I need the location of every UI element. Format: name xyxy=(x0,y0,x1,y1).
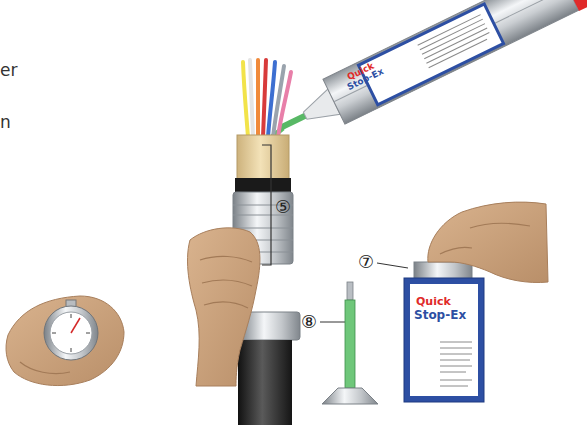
brand-text: Quick xyxy=(416,296,451,307)
finger-lines xyxy=(440,223,530,254)
label-print-lines xyxy=(440,342,472,386)
leader-line xyxy=(320,322,346,323)
callout-number: ⑤ xyxy=(275,198,291,216)
cable-wires xyxy=(243,60,291,137)
mixing-tube xyxy=(345,300,355,388)
stopwatch-face xyxy=(50,312,92,354)
cut-off-text: er xyxy=(0,62,17,79)
hand xyxy=(428,202,548,282)
leader-line xyxy=(377,263,408,268)
cut-off-text: n xyxy=(0,114,11,131)
dispenser-syringe xyxy=(269,0,587,151)
syringe-barrel xyxy=(323,0,579,124)
brand-text: Stop-Ex xyxy=(414,309,466,321)
nozzle-tip xyxy=(347,282,353,300)
stopwatch-hand xyxy=(71,318,80,333)
nozzle-base xyxy=(322,388,378,404)
cable-body xyxy=(238,340,292,425)
cartridge-body xyxy=(404,278,484,402)
finger-lines xyxy=(20,362,70,374)
syringe-label xyxy=(358,4,503,105)
callout-number: ⑦ xyxy=(358,253,374,271)
seal-band xyxy=(235,178,291,192)
bracket xyxy=(262,145,271,265)
stopwatch-ticks xyxy=(52,314,90,352)
syringe-plunger xyxy=(556,0,587,11)
finger-lines xyxy=(200,256,252,308)
hand xyxy=(6,296,124,386)
cable-jacket xyxy=(237,135,289,179)
stopwatch-case xyxy=(44,306,98,360)
cartridge-cap xyxy=(414,262,472,280)
hand xyxy=(188,228,260,386)
label-print-lines xyxy=(418,15,492,68)
cartridge-label xyxy=(410,284,478,396)
callout-number: ⑧ xyxy=(301,313,317,331)
